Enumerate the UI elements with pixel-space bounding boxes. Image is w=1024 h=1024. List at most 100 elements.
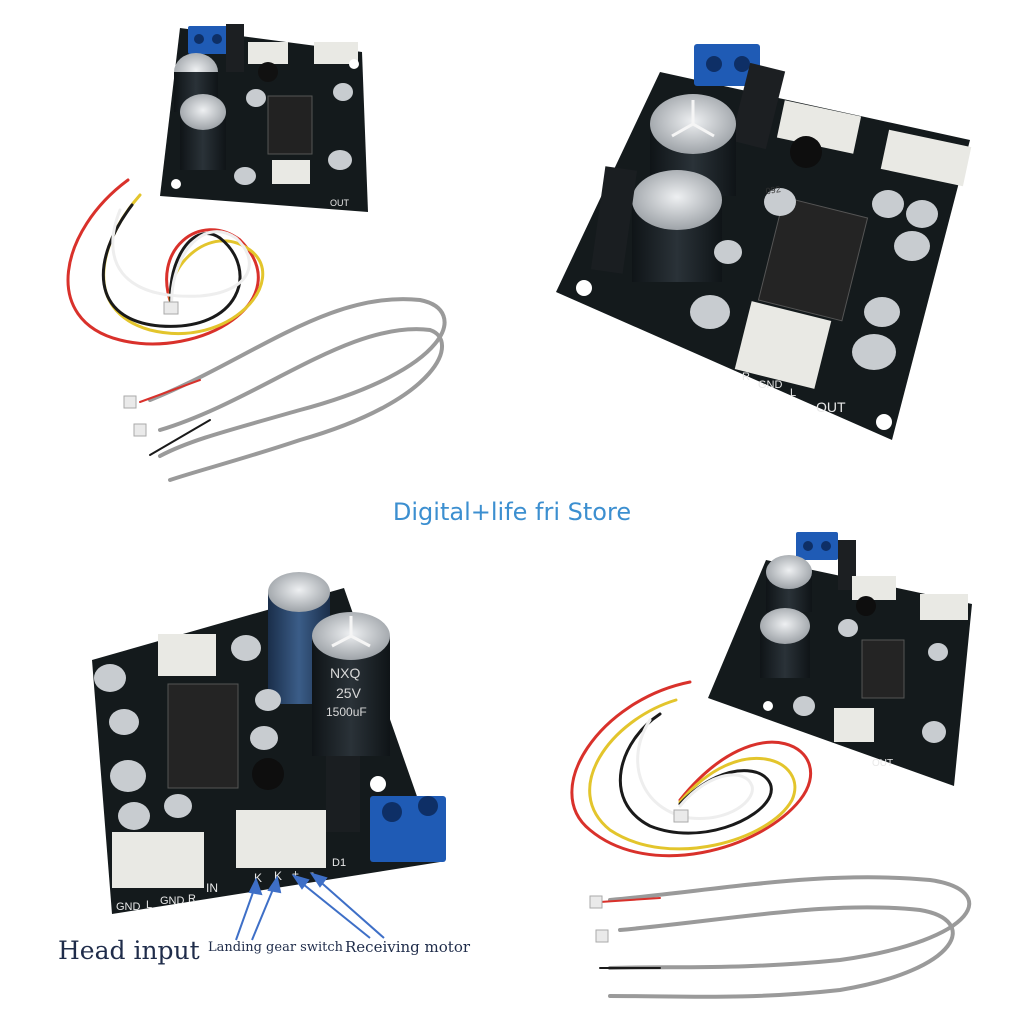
wire-black [619,712,773,835]
connector-header [112,832,204,888]
ic-chip [167,683,239,789]
board-bottom-left: NXQ 25V 1500uF GND L GND R IN K K + - D1 [92,572,446,941]
small-capacitor [922,721,946,743]
wire-connector [589,895,603,909]
board-label-out: OUT [816,399,846,415]
board-label-in: IN [206,881,218,895]
store-watermark: Digital+life fri Store [392,498,632,526]
arrowhead [309,872,328,888]
connector-header [236,810,326,868]
small-capacitor [328,150,352,170]
small-capacitor [872,190,904,218]
small-capacitor [894,231,930,261]
ic-chip [757,196,869,322]
transistor [856,596,876,616]
arrowhead [291,874,310,890]
connector-header [314,42,358,64]
connector-header [158,634,216,676]
small-capacitor [764,188,796,216]
board-label-out: OUT [330,198,350,208]
callout-landing-gear-switch: Landing gear switch [208,940,344,955]
arrow-landing-k2 [251,881,277,941]
cap-marking-voltage: 25V [336,685,362,701]
screw-terminal [188,26,228,54]
transistor [252,758,284,790]
board-label-plus: + [292,867,299,881]
board-label-out: OUT [872,758,893,769]
wire-red [570,680,813,858]
board-label-l: L [146,899,152,911]
capacitor-top [268,572,330,612]
small-capacitor [852,334,896,370]
wire-harness-bottom-right [570,680,972,999]
transistor [790,136,822,168]
wire-connector [133,423,147,437]
capacitor-top [180,94,226,130]
mount-hole [763,701,773,711]
capacitor-top [766,555,812,589]
mount-hole [370,776,386,792]
grey-cable [608,905,955,999]
wire-harness-top-left [66,178,447,482]
cap-marking-capacity: 1500uF [326,705,367,719]
screw-icon [734,56,750,72]
small-capacitor [246,89,266,107]
cap-marking: 092 [765,184,782,196]
mount-hole [576,280,592,296]
relay-block [226,24,244,72]
wire-red [139,379,201,403]
board-bottom-right: OUT [708,532,972,786]
mount-hole [171,179,181,189]
wire-connector [595,929,609,943]
screw-terminal [694,44,760,86]
board-label-r: R [742,371,750,383]
transistor [258,62,278,82]
board-label-minus: - [310,865,314,879]
wire-connector [673,809,689,823]
connector-header [272,160,310,184]
small-capacitor [255,689,281,711]
small-capacitor [110,760,146,792]
connector-header [852,576,896,600]
capacitor-top [760,608,810,644]
pcb-board [708,560,972,786]
board-label-d1: D1 [332,857,346,869]
small-capacitor [333,83,353,101]
screw-icon [212,34,222,44]
callout-receiving-motor: Receiving motor [345,938,471,956]
small-capacitor [234,167,256,185]
screw-icon [821,541,831,551]
relay-block [838,540,856,590]
capacitor-vent [331,616,371,648]
capacitor-vent [671,100,715,138]
board-label-l: L [790,387,796,399]
screw-icon [803,541,813,551]
cap-marking-nxq: NXQ [330,665,360,681]
small-capacitor [109,709,139,735]
ic-chip [267,95,313,155]
screw-terminal [796,532,838,560]
board-label-r: R [188,893,196,905]
heatsink-block [326,756,360,832]
grey-cable [148,297,447,458]
small-capacitor [793,696,815,716]
small-capacitor [250,726,278,750]
board-label-gnd: GND [758,379,783,391]
wire-connector [123,395,137,409]
connector-header [880,129,972,187]
board-top-left: OUT [160,24,368,212]
connector-header [834,708,874,742]
arrowhead [267,875,282,894]
screw-icon [418,796,438,816]
connector-header [734,301,832,389]
callout-head-input: Head input [58,936,200,965]
screw-icon [382,802,402,822]
screw-icon [706,56,722,72]
small-capacitor [838,619,858,637]
small-capacitor [714,240,742,264]
small-capacitor [164,794,192,818]
small-capacitor [231,635,261,661]
cap-marking-line: 092 [765,184,782,196]
wire-red [599,897,661,903]
